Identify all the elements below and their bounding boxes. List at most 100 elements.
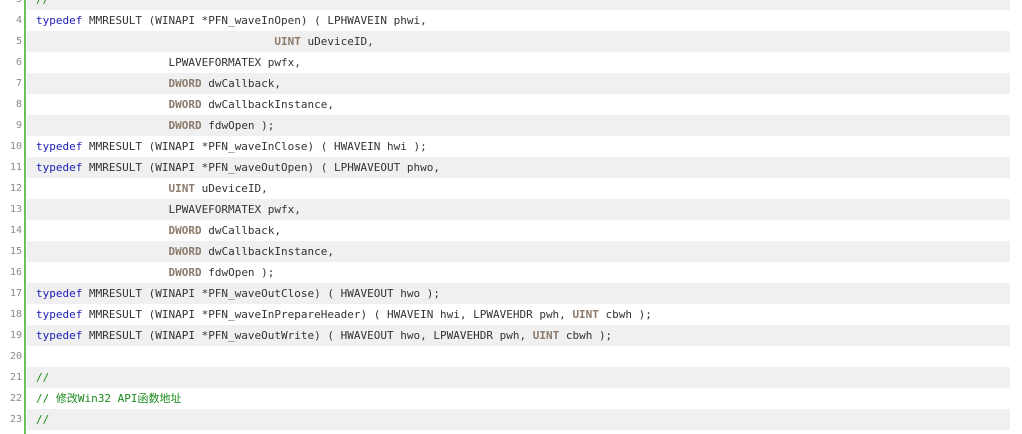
comment-token: // 修改Win32 API函数地址: [36, 392, 182, 405]
code-token: dwCallbackInstance,: [201, 98, 335, 111]
code-token: [36, 35, 274, 48]
code-token: MMRESULT (WINAPI *PFN_waveOutClose) ( HW…: [82, 287, 440, 300]
code-token: LPWAVEFORMATEX pwfx,: [36, 203, 301, 216]
code-line: 16 DWORD fdwOpen );: [0, 262, 1010, 283]
code-line: 15 DWORD dwCallbackInstance,: [0, 241, 1010, 262]
keyword-token: typedef: [36, 140, 83, 153]
line-number: 3: [0, 0, 22, 10]
keyword-token: typedef: [36, 14, 83, 27]
line-number: 14: [0, 220, 22, 241]
code-token: [36, 182, 168, 195]
code-line: 21 //: [0, 367, 1010, 388]
code-token: cbwh );: [559, 329, 613, 342]
keyword-token: typedef: [36, 308, 83, 321]
code-token: [36, 266, 168, 279]
code-line: 12 UINT uDeviceID,: [0, 178, 1010, 199]
code-token: dwCallback,: [201, 224, 282, 237]
code-token: cbwh );: [598, 308, 652, 321]
line-number: 22: [0, 388, 22, 409]
code-line-text: typedef MMRESULT (WINAPI *PFN_waveInClos…: [27, 136, 1010, 157]
line-number: 16: [0, 262, 22, 283]
type-token: DWORD: [168, 77, 202, 90]
code-line-text: [27, 346, 1010, 367]
code-line-text: typedef MMRESULT (WINAPI *PFN_waveOutWri…: [27, 325, 1010, 346]
type-token: UINT: [274, 35, 301, 48]
code-line: 8 DWORD dwCallbackInstance,: [0, 94, 1010, 115]
line-number: 4: [0, 10, 22, 31]
line-number: 23: [0, 409, 22, 430]
type-token: DWORD: [168, 224, 202, 237]
code-line: 9 DWORD fdwOpen );: [0, 115, 1010, 136]
code-token: [36, 98, 168, 111]
code-token: MMRESULT (WINAPI *PFN_waveOutOpen) ( LPH…: [82, 161, 440, 174]
type-token: UINT: [572, 308, 599, 321]
line-number: 10: [0, 136, 22, 157]
code-line-text: DWORD dwCallbackInstance,: [27, 94, 1010, 115]
code-line-text: UINT uDeviceID,: [27, 31, 1010, 52]
code-token: uDeviceID,: [300, 35, 374, 48]
code-line-text: DWORD dwCallback,: [27, 73, 1010, 94]
code-token: [36, 224, 168, 237]
code-token: MMRESULT (WINAPI *PFN_waveInClose) ( HWA…: [82, 140, 427, 153]
code-line-text: typedef MMRESULT (WINAPI *PFN_waveOutClo…: [27, 283, 1010, 304]
code-line: 20: [0, 346, 1010, 367]
line-number: 12: [0, 178, 22, 199]
line-number: 9: [0, 115, 22, 136]
line-number: 11: [0, 157, 22, 178]
code-token: LPWAVEFORMATEX pwfx,: [36, 56, 301, 69]
line-number: 20: [0, 346, 22, 367]
line-number: 15: [0, 241, 22, 262]
line-number: 13: [0, 199, 22, 220]
comment-token: //: [36, 413, 50, 426]
code-line-text: DWORD fdwOpen );: [27, 115, 1010, 136]
type-token: UINT: [168, 182, 195, 195]
code-line-text: //: [27, 409, 1010, 430]
code-token: [36, 119, 168, 132]
line-number: 21: [0, 367, 22, 388]
type-token: UINT: [532, 329, 560, 342]
code-line-text: DWORD fdwOpen );: [27, 262, 1010, 283]
code-line-text: // 修改Win32 API函数地址: [27, 388, 1010, 409]
code-token: fdwOpen );: [201, 119, 275, 132]
code-token: [36, 77, 168, 90]
line-number: 8: [0, 94, 22, 115]
code-token: dwCallback,: [201, 77, 282, 90]
code-line-text: typedef MMRESULT (WINAPI *PFN_waveInOpen…: [27, 10, 1010, 31]
type-token: DWORD: [168, 245, 202, 258]
code-token: uDeviceID,: [194, 182, 268, 195]
comment-token: //: [36, 0, 49, 6]
code-line-text: typedef MMRESULT (WINAPI *PFN_waveOutOpe…: [27, 157, 1010, 178]
code-token: MMRESULT (WINAPI *PFN_waveInOpen) ( LPHW…: [82, 14, 427, 27]
code-line: 3 //: [0, 0, 1010, 10]
code-token: [36, 245, 168, 258]
code-line-text: LPWAVEFORMATEX pwfx,: [27, 52, 1010, 73]
vertical-scrollbar[interactable]: [1010, 0, 1022, 434]
code-line: 13 LPWAVEFORMATEX pwfx,: [0, 199, 1010, 220]
code-line-text: //: [27, 367, 1010, 388]
code-line-text: //: [27, 0, 1010, 10]
keyword-token: typedef: [36, 287, 83, 300]
code-line: 14 DWORD dwCallback,: [0, 220, 1010, 241]
type-token: DWORD: [168, 119, 202, 132]
comment-token: //: [36, 371, 50, 384]
code-line-text: DWORD dwCallback,: [27, 220, 1010, 241]
type-token: DWORD: [168, 266, 202, 279]
type-token: DWORD: [168, 98, 202, 111]
code-token: dwCallbackInstance,: [201, 245, 335, 258]
line-number: 6: [0, 52, 22, 73]
code-line-text: LPWAVEFORMATEX pwfx,: [27, 199, 1010, 220]
line-number: 5: [0, 31, 22, 52]
code-line-text: DWORD dwCallbackInstance,: [27, 241, 1010, 262]
code-token: fdwOpen );: [201, 266, 275, 279]
code-line-text: typedef MMRESULT (WINAPI *PFN_waveInPrep…: [27, 304, 1010, 325]
code-line: 5 UINT uDeviceID,: [0, 31, 1010, 52]
keyword-token: typedef: [36, 329, 83, 342]
